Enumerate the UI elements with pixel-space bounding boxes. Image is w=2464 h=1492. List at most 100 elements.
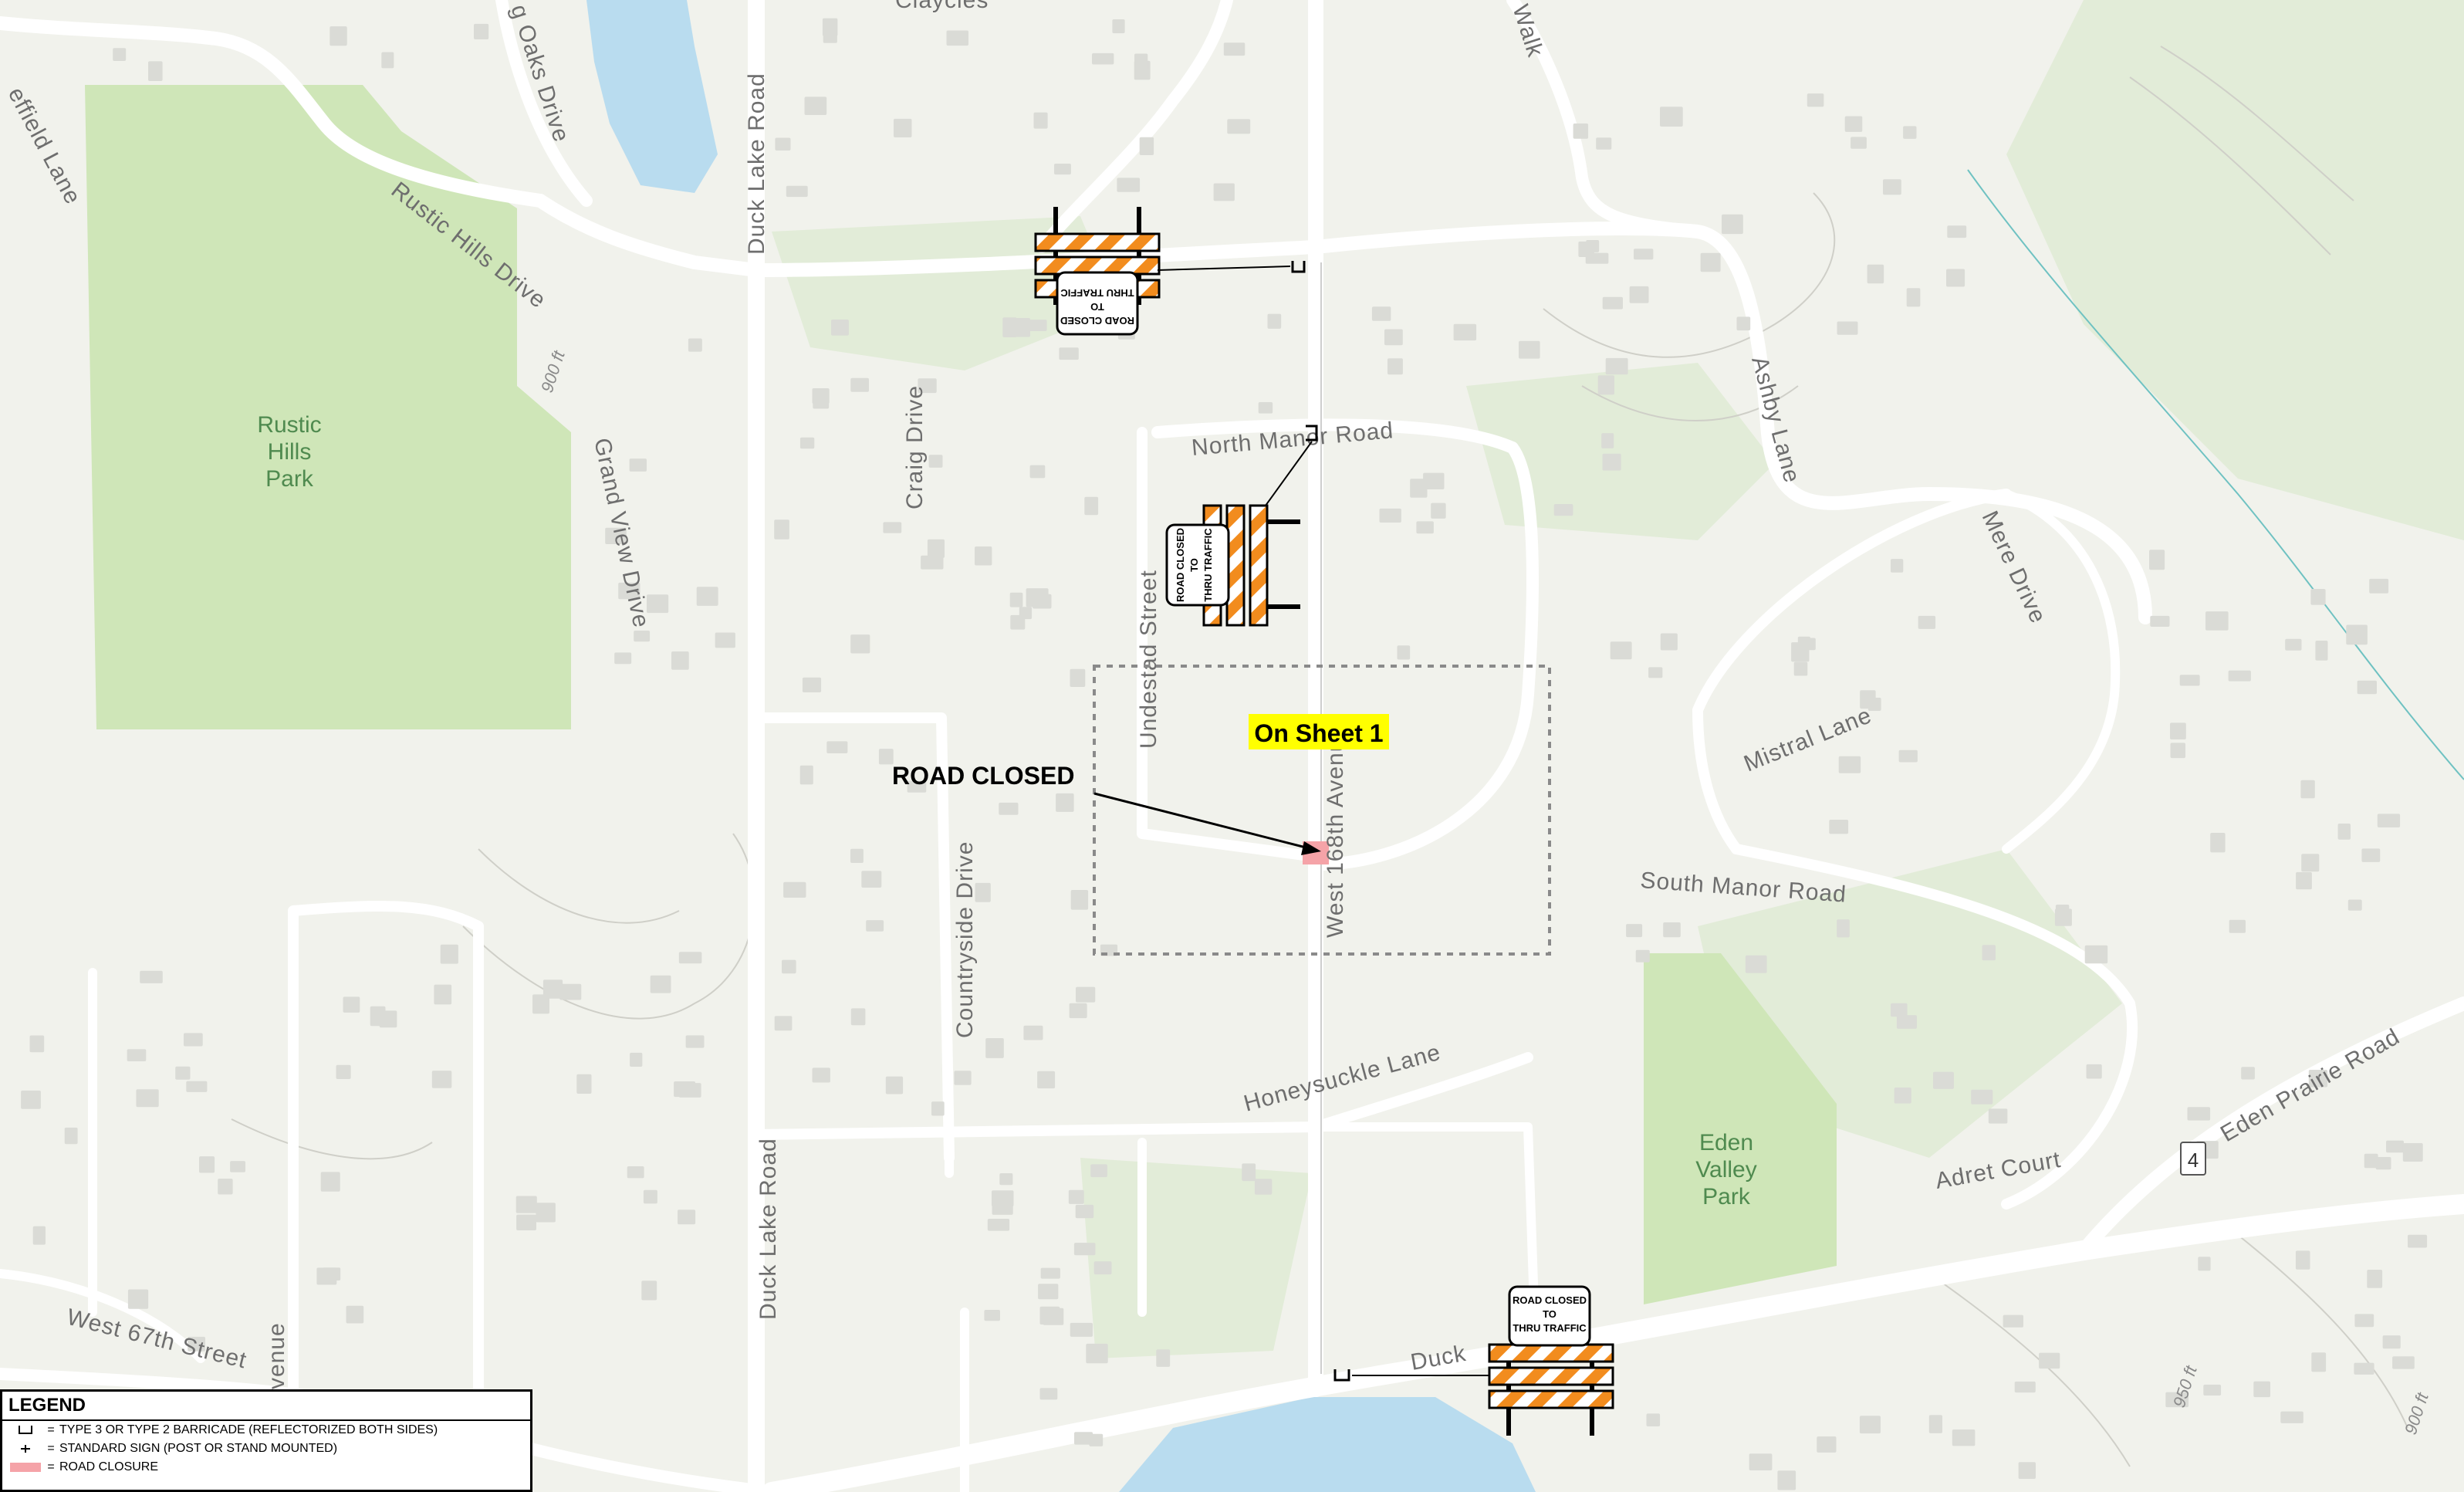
building-footprint	[1040, 1267, 1060, 1279]
building-footprint	[1075, 1204, 1094, 1219]
sign-north-panel	[1056, 271, 1139, 336]
building-footprint	[1777, 1470, 1796, 1490]
building-footprint	[1379, 508, 1401, 523]
legend-separator: =	[47, 1442, 55, 1455]
sign-north-line3: THRU TRAFFIC	[1060, 287, 1134, 299]
building-footprint	[186, 1081, 208, 1092]
sign-north-line2: TO	[1090, 301, 1104, 313]
building-footprint	[542, 979, 563, 999]
barricade-north[interactable]: ROAD CLOSED TO THRU TRAFFIC	[1034, 207, 1306, 336]
building-footprint	[2170, 722, 2186, 739]
barricade-north-rail-1	[1034, 232, 1161, 252]
building-footprint	[918, 378, 937, 394]
park-label-rustic-line1: Rustic	[257, 412, 321, 438]
building-footprint	[1093, 1261, 1112, 1275]
building-footprint	[1928, 1415, 1942, 1433]
on-sheet-highlight	[1249, 714, 1389, 749]
barricade-north-leader	[1157, 266, 1291, 271]
building-footprint	[2301, 854, 2320, 872]
barricade-manor-rail-3	[1249, 504, 1269, 627]
legend-separator: =	[47, 1423, 55, 1436]
building-footprint	[2170, 743, 2185, 759]
building-footprint	[802, 677, 822, 692]
building-footprint	[992, 1200, 1013, 1215]
building-footprint	[1258, 402, 1273, 414]
building-footprint	[685, 1035, 705, 1048]
building-footprint	[975, 546, 992, 566]
building-footprint	[2364, 1153, 2378, 1169]
building-footprint	[1793, 661, 1808, 676]
building-footprint	[1838, 756, 1861, 773]
building-footprint	[1431, 502, 1446, 519]
building-footprint	[627, 1166, 644, 1179]
building-footprint	[804, 96, 827, 115]
building-footprint	[2280, 1411, 2303, 1423]
building-footprint	[813, 394, 830, 409]
building-footprint	[1254, 1179, 1273, 1195]
building-footprint	[1242, 1163, 1256, 1182]
building-footprint	[1371, 306, 1391, 321]
building-footprint	[1749, 1453, 1773, 1470]
building-footprint	[1397, 645, 1411, 660]
barricade-south-rail-3	[1488, 1389, 1614, 1409]
building-footprint	[1736, 316, 1751, 331]
barricade-north-manor[interactable]: ROAD CLOSED TO THRU TRAFFIC	[1165, 425, 1318, 627]
building-footprint	[999, 1173, 1013, 1186]
building-footprint	[1027, 320, 1047, 331]
building-footprint	[1453, 323, 1477, 341]
contour-label-950-east: 950 ft	[2169, 1363, 2201, 1410]
building-footprint	[1933, 1071, 1954, 1089]
building-footprint	[647, 594, 669, 614]
building-footprint	[1891, 559, 1904, 573]
building-footprint	[1553, 504, 1573, 516]
building-footprint	[188, 1336, 205, 1352]
building-footprint	[1056, 793, 1074, 812]
legend-row-sign: = STANDARD SIGN (POST OR STAND MOUNTED)	[2, 1440, 530, 1458]
building-footprint	[1700, 252, 1721, 272]
barricade-symbol-icon	[8, 1424, 42, 1436]
road-closed-arrowhead	[1301, 841, 1321, 855]
building-footprint	[907, 780, 927, 793]
building-footprint	[2392, 1356, 2415, 1369]
building-footprint	[1038, 1284, 1059, 1300]
building-footprint	[2347, 899, 2362, 911]
building-footprint	[630, 1052, 643, 1067]
sheet-1-extent-box	[1093, 665, 1551, 956]
barricade-south[interactable]: ROAD CLOSED TO THRU TRAFFIC	[1333, 1285, 1614, 1436]
closure-symbol-icon	[8, 1461, 42, 1473]
sign-south-line2: TO	[1543, 1308, 1556, 1320]
building-footprint	[629, 458, 647, 472]
legend-label-barricade: TYPE 3 OR TYPE 2 BARRICADE (REFLECTORIZE…	[59, 1423, 438, 1436]
barricade-south-rail-2	[1488, 1366, 1614, 1386]
building-footprint	[928, 455, 943, 468]
building-footprint	[536, 1203, 556, 1223]
rustic-hills-park-area	[85, 85, 571, 729]
building-footprint	[1384, 329, 1403, 346]
building-footprint	[1073, 1243, 1096, 1256]
building-footprint	[2382, 1335, 2401, 1349]
contour-label-900-west: 900 ft	[537, 348, 569, 395]
road-closed-leader	[1093, 792, 1313, 851]
building-footprint	[1002, 317, 1017, 337]
barricade-south-rail-1	[1488, 1343, 1614, 1363]
building-footprint	[2198, 1257, 2211, 1271]
building-footprint	[2308, 1070, 2328, 1088]
building-footprint	[2369, 578, 2389, 594]
building-footprint	[2054, 908, 2072, 926]
building-footprint	[1416, 521, 1434, 534]
building-footprint	[883, 522, 902, 533]
barricade-manor-symbol	[1306, 425, 1318, 442]
building-footprint	[614, 652, 632, 665]
building-footprint	[140, 970, 163, 983]
building-footprint	[2084, 945, 2108, 964]
park-label-rustic-line3: Park	[265, 466, 314, 492]
building-footprint	[2241, 1067, 2255, 1080]
street-label-top-fragment: Claycies	[895, 0, 989, 13]
building-footprint	[1982, 945, 1996, 961]
building-footprint	[320, 1172, 340, 1192]
building-footprint	[2354, 1314, 2374, 1328]
building-footprint	[1844, 116, 1863, 132]
building-footprint	[878, 749, 894, 765]
building-footprint	[2315, 641, 2328, 661]
